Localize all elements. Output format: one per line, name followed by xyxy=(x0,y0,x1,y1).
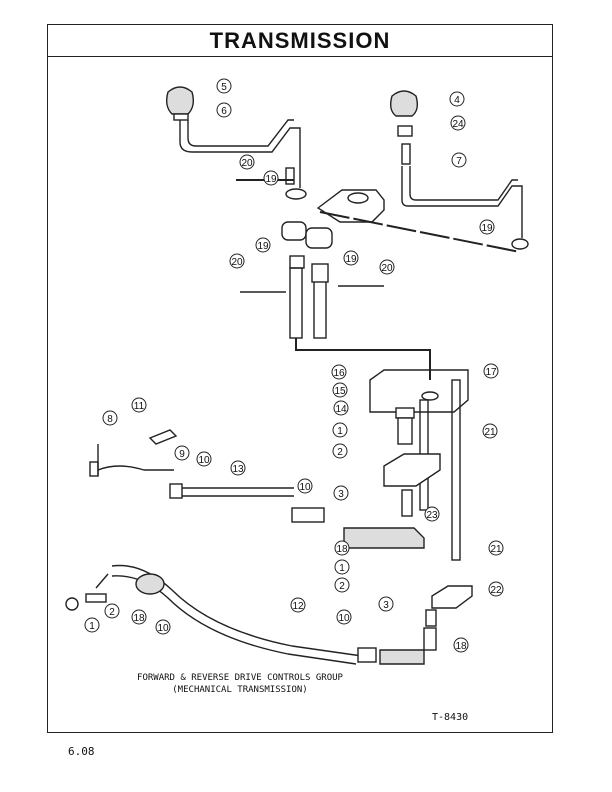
callout-1: 1 xyxy=(334,559,350,575)
svg-text:10: 10 xyxy=(157,623,169,634)
svg-text:2: 2 xyxy=(339,581,345,592)
callout-10: 10 xyxy=(336,609,352,625)
svg-text:14: 14 xyxy=(335,404,347,415)
svg-text:6: 6 xyxy=(221,106,227,117)
callout-13: 13 xyxy=(230,460,246,476)
callout-9: 9 xyxy=(174,445,190,461)
figure-caption: FORWARD & REVERSE DRIVE CONTROLS GROUP (… xyxy=(120,672,360,696)
svg-text:15: 15 xyxy=(334,386,346,397)
callout-18: 18 xyxy=(453,637,469,653)
callout-20: 20 xyxy=(239,154,255,170)
svg-text:10: 10 xyxy=(299,482,311,493)
svg-text:1: 1 xyxy=(337,426,343,437)
svg-text:18: 18 xyxy=(336,544,348,555)
callout-1: 1 xyxy=(332,422,348,438)
bellcrank-assembly xyxy=(369,369,473,651)
svg-text:2: 2 xyxy=(337,447,343,458)
svg-text:19: 19 xyxy=(265,174,277,185)
svg-text:16: 16 xyxy=(333,368,345,379)
svg-text:21: 21 xyxy=(490,544,502,555)
callout-15: 15 xyxy=(332,382,348,398)
callout-19: 19 xyxy=(343,250,359,266)
callout-1: 1 xyxy=(84,617,100,633)
svg-text:18: 18 xyxy=(133,613,145,624)
callout-16: 16 xyxy=(331,364,347,380)
svg-text:18: 18 xyxy=(455,641,467,652)
callout-17: 17 xyxy=(483,363,499,379)
callout-14: 14 xyxy=(333,400,349,416)
svg-text:20: 20 xyxy=(381,263,393,274)
svg-text:19: 19 xyxy=(481,223,493,234)
svg-text:4: 4 xyxy=(454,95,460,106)
callout-3: 3 xyxy=(333,485,349,501)
callout-8: 8 xyxy=(102,410,118,426)
callout-5: 5 xyxy=(216,78,232,94)
svg-text:13: 13 xyxy=(232,464,244,475)
svg-text:2: 2 xyxy=(109,607,115,618)
upper-cable xyxy=(89,429,425,549)
callout-4: 4 xyxy=(449,91,465,107)
svg-text:24: 24 xyxy=(452,119,464,130)
callout-10: 10 xyxy=(196,451,212,467)
svg-text:1: 1 xyxy=(89,621,95,632)
svg-text:12: 12 xyxy=(292,601,304,612)
title-bar: TRANSMISSION xyxy=(48,25,552,57)
page-frame: TRANSMISSION xyxy=(47,24,553,733)
callout-12: 12 xyxy=(290,597,306,613)
right-shift-lever xyxy=(389,90,529,250)
callout-22: 22 xyxy=(488,581,504,597)
callout-24: 24 xyxy=(450,115,466,131)
svg-text:20: 20 xyxy=(241,158,253,169)
callout-18: 18 xyxy=(131,609,147,625)
page-title: TRANSMISSION xyxy=(209,27,391,53)
svg-text:22: 22 xyxy=(490,585,502,596)
callout-20: 20 xyxy=(379,259,395,275)
svg-text:10: 10 xyxy=(338,613,350,624)
svg-text:3: 3 xyxy=(383,600,389,611)
caption-line-2: (MECHANICAL TRANSMISSION) xyxy=(172,685,308,695)
callout-10: 10 xyxy=(297,478,313,494)
svg-text:10: 10 xyxy=(198,455,210,466)
callout-7: 7 xyxy=(451,152,467,168)
callout-19: 19 xyxy=(479,219,495,235)
svg-text:23: 23 xyxy=(426,510,438,521)
left-shift-lever xyxy=(165,86,301,188)
callout-23: 23 xyxy=(424,506,440,522)
lower-cable xyxy=(65,564,425,665)
svg-text:3: 3 xyxy=(338,489,344,500)
svg-text:19: 19 xyxy=(345,254,357,265)
callout-19: 19 xyxy=(255,237,271,253)
callout-11: 11 xyxy=(131,397,147,413)
svg-text:8: 8 xyxy=(107,414,113,425)
callout-labels: 5 6 4 24 20 19 7 19 19 20 19 20 16 17 15… xyxy=(84,78,504,653)
svg-text:1: 1 xyxy=(339,563,345,574)
svg-text:9: 9 xyxy=(179,449,185,460)
callout-6: 6 xyxy=(216,102,232,118)
caption-line-1: FORWARD & REVERSE DRIVE CONTROLS GROUP xyxy=(137,673,343,683)
svg-text:17: 17 xyxy=(485,367,497,378)
shifter-housing xyxy=(281,188,385,339)
figure-id: T-8430 xyxy=(432,712,469,723)
callout-2: 2 xyxy=(332,443,348,459)
svg-text:11: 11 xyxy=(134,401,145,412)
callout-19: 19 xyxy=(263,170,279,186)
svg-text:19: 19 xyxy=(257,241,269,252)
callout-10: 10 xyxy=(155,619,171,635)
page-number: 6.08 xyxy=(68,745,95,758)
callout-21: 21 xyxy=(488,540,504,556)
callout-20: 20 xyxy=(229,253,245,269)
svg-text:20: 20 xyxy=(231,257,243,268)
svg-text:5: 5 xyxy=(221,82,227,93)
svg-text:7: 7 xyxy=(456,156,462,167)
callout-2: 2 xyxy=(334,577,350,593)
callout-21: 21 xyxy=(482,423,498,439)
callout-2: 2 xyxy=(104,603,120,619)
callout-3: 3 xyxy=(378,596,394,612)
callout-18: 18 xyxy=(334,540,350,556)
svg-text:21: 21 xyxy=(484,427,496,438)
